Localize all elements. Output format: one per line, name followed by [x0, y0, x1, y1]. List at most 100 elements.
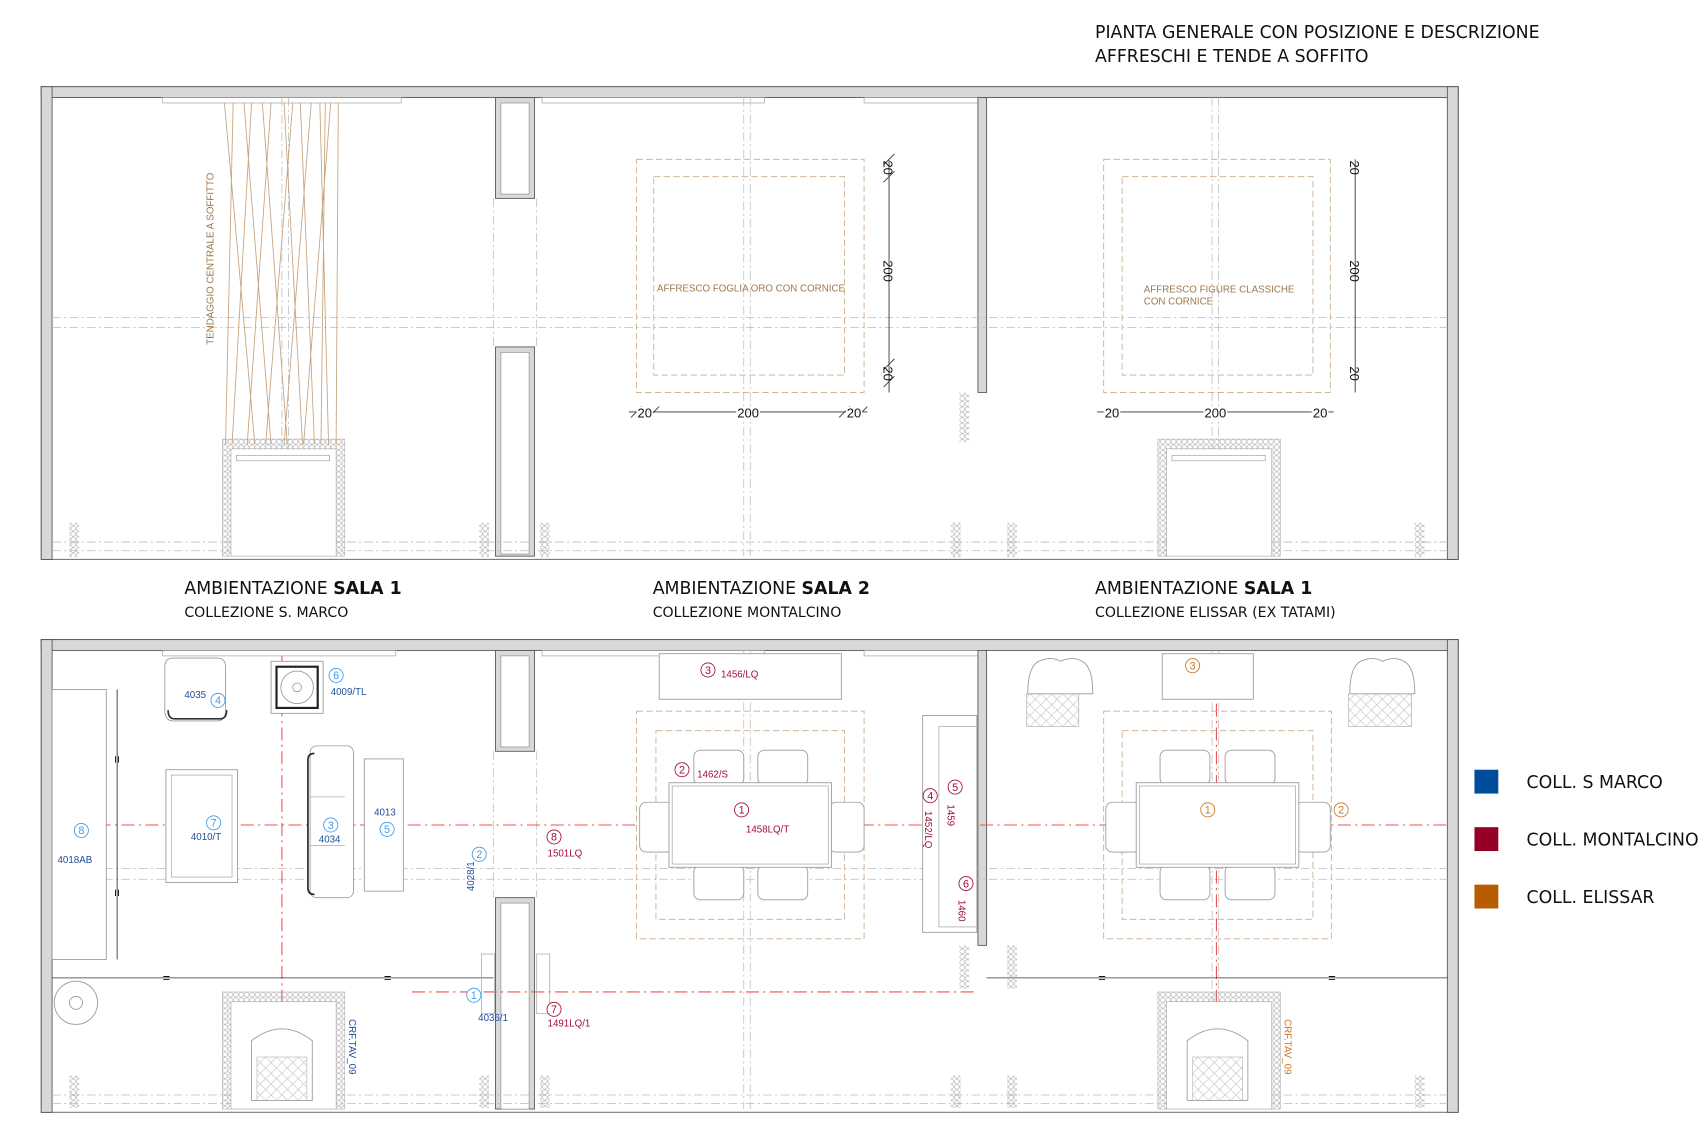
dimension: 20 [881, 160, 896, 174]
tag-code: 1501LQ [548, 848, 583, 859]
reference-sala1: CRF.TAV_09 [346, 1019, 357, 1074]
sheet-title-line2: AFFRESCHI E TENDE A SOFFITO [1095, 47, 1369, 67]
coffee-table-4010t [165, 769, 238, 883]
armchair [1348, 658, 1416, 727]
ceiling-curtain-drawing [224, 102, 339, 445]
tag-montalcino-7: 7 1491LQ/1 [546, 1001, 591, 1030]
tag-montalcino-6: 6 1460 [955, 876, 974, 922]
svg-text:COLLEZIONE ELISSAR (EX TATAMI): COLLEZIONE ELISSAR (EX TATAMI) [1095, 605, 1336, 621]
dimension: 20 [1105, 405, 1119, 420]
fresco-2-label-line1: AFFRESCO FIGURE CLASSICHE [1144, 285, 1295, 296]
tag-circle [210, 692, 226, 708]
curtain-note: TENDAGGIO CENTRALE A SOFFITTO [206, 172, 217, 345]
room-heading-sala2-montalcino: AMBIENTAZIONE SALA 2 COLLEZIONE MONTALCI… [653, 579, 870, 621]
dimension: 200 [737, 405, 759, 420]
radiator-cover [1157, 438, 1281, 557]
tag-number: 7 [551, 1004, 557, 1016]
dimension: 20 [1347, 366, 1362, 380]
svg-text:AMBIENTAZIONE SALA 1: AMBIENTAZIONE SALA 1 [1095, 579, 1312, 599]
tag-number: 1 [739, 805, 745, 817]
tag-code: 1491LQ/1 [548, 1019, 591, 1030]
fresco-2-label-line2: CON CORNICE [1144, 297, 1214, 308]
tag-number: 2 [679, 765, 685, 777]
tag-montalcino-8: 8 1501LQ [546, 829, 583, 859]
equal-mark: = [384, 970, 392, 985]
svg-text:COLL. S MARCO: COLL. S MARCO [1526, 773, 1662, 793]
tag-code: 4018AB [58, 855, 93, 866]
tag-number: 6 [963, 878, 969, 890]
tag-code: 4010/T [191, 832, 221, 843]
dimension: 20 [1347, 160, 1362, 174]
tag-circle [471, 846, 487, 862]
tag-code: 4035 [184, 690, 206, 701]
dining-table-1458lqt [639, 749, 865, 901]
equal-mark: = [110, 756, 125, 764]
svg-text:AMBIENTAZIONE SALA 1: AMBIENTAZIONE SALA 1 [184, 579, 401, 599]
room-heading-sala1-elissar: AMBIENTAZIONE SALA 1 COLLEZIONE ELISSAR … [1095, 579, 1336, 621]
tag-number: 6 [333, 670, 339, 682]
svg-text:COLLEZIONE MONTALCINO: COLLEZIONE MONTALCINO [653, 605, 842, 621]
armchair [1026, 658, 1094, 727]
tag-code: 1460 [955, 900, 966, 922]
dimension: 20 [847, 405, 861, 420]
tag-circle [73, 822, 89, 838]
tag-code: 4028/1 [466, 861, 477, 891]
dimension: 200 [881, 260, 896, 282]
radiator-cover [222, 438, 346, 557]
tag-code: 4036/1 [478, 1013, 508, 1024]
legend-swatch [1474, 769, 1499, 794]
tag-code: 1458LQ/T [746, 825, 789, 836]
tag-code: 4009/TL [331, 687, 367, 698]
tag-number: 3 [328, 820, 334, 832]
legend-item-s-marco: COLL. S MARCO [1474, 769, 1663, 794]
tag-s-marco-6: 6 4009/TL [328, 667, 367, 698]
tag-elissar-1: 1 [1200, 802, 1216, 818]
tag-number: 3 [1190, 660, 1196, 672]
tag-code: 4013 [374, 807, 396, 818]
sheet-title-line1: PIANTA GENERALE CON POSIZIONE E DESCRIZI… [1095, 23, 1540, 43]
svg-text:COLL. ELISSAR: COLL. ELISSAR [1526, 888, 1654, 908]
tag-circle [206, 815, 222, 831]
tag-number: 1 [1205, 805, 1211, 817]
tag-circle [546, 829, 562, 845]
equal-mark: = [1098, 970, 1106, 985]
tag-number: 2 [476, 849, 482, 861]
tag-number: 1 [471, 990, 477, 1002]
tag-elissar-2: 2 [1333, 802, 1349, 818]
reference-sala3: CRF.TAV_09 [1282, 1019, 1293, 1074]
fresco-1-label: AFFRESCO FOGLIA ORO CON CORNICE [657, 284, 845, 295]
fresco-1: AFFRESCO FOGLIA ORO CON CORNICE 20 200 2… [628, 153, 896, 422]
equal-mark: = [110, 889, 125, 897]
top-ceiling-plan: TENDAGGIO CENTRALE A SOFFITTO AFFRESCO F… [40, 86, 1459, 560]
tag-code: 1452/LQ [922, 811, 933, 849]
legend-item-montalcino: COLL. MONTALCINO [1474, 827, 1699, 852]
tag-montalcino-4: 4 1452/LQ [922, 788, 938, 849]
tag-circle [546, 1001, 562, 1017]
dimension: 200 [1205, 405, 1227, 420]
legend-item-elissar: COLL. ELISSAR [1474, 884, 1654, 909]
tag-number: 3 [705, 665, 711, 677]
legend-swatch [1474, 827, 1499, 852]
furniture-plan: = = = = = = [40, 639, 1459, 1113]
dimension: 200 [1347, 260, 1362, 282]
tag-number: 8 [551, 832, 557, 844]
tag-circle [379, 821, 395, 837]
svg-text:AMBIENTAZIONE SALA 2: AMBIENTAZIONE SALA 2 [653, 579, 870, 599]
tag-circle [700, 662, 716, 678]
tag-circle [1200, 802, 1216, 818]
room-heading-sala1-smarco: AMBIENTAZIONE SALA 1 COLLEZIONE S. MARCO [184, 579, 401, 621]
armchair-4035 [164, 657, 226, 722]
tag-circle [328, 667, 344, 683]
sideboard-1452lq [922, 715, 978, 933]
tag-circle [734, 802, 750, 818]
tag-circle [674, 762, 690, 778]
tag-circle [323, 817, 339, 833]
tag-number: 4 [927, 791, 933, 803]
